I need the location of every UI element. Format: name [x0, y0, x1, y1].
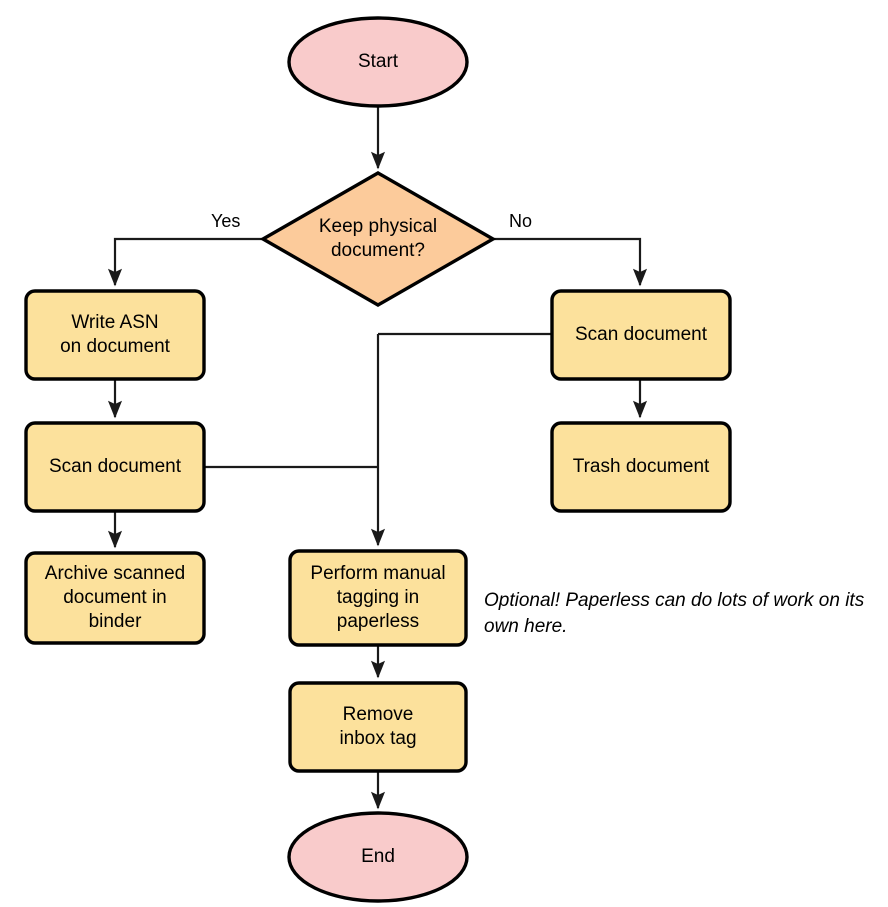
node-tagging-shape[interactable] [288, 549, 468, 647]
node-scan-right-shape[interactable] [550, 289, 732, 381]
edge-decision-yes-to-write-asn [107, 237, 263, 287]
node-end-shape[interactable] [287, 811, 469, 903]
edge-label-yes: Yes [211, 211, 241, 231]
node-archive-shape[interactable] [24, 551, 206, 645]
edge-decision-no-to-scan-right [493, 237, 648, 287]
optional-note-annotation: Optional! Paperless can do lots of work … [484, 590, 865, 637]
edge-label-no: No [509, 211, 533, 231]
node-decision-shape[interactable] [259, 171, 497, 307]
node-scan-left-shape[interactable] [24, 421, 206, 513]
node-trash-shape[interactable] [550, 421, 732, 513]
node-write-asn-shape[interactable] [24, 289, 206, 381]
node-remove-inbox-shape[interactable] [288, 681, 468, 773]
node-start-shape[interactable] [287, 16, 469, 108]
